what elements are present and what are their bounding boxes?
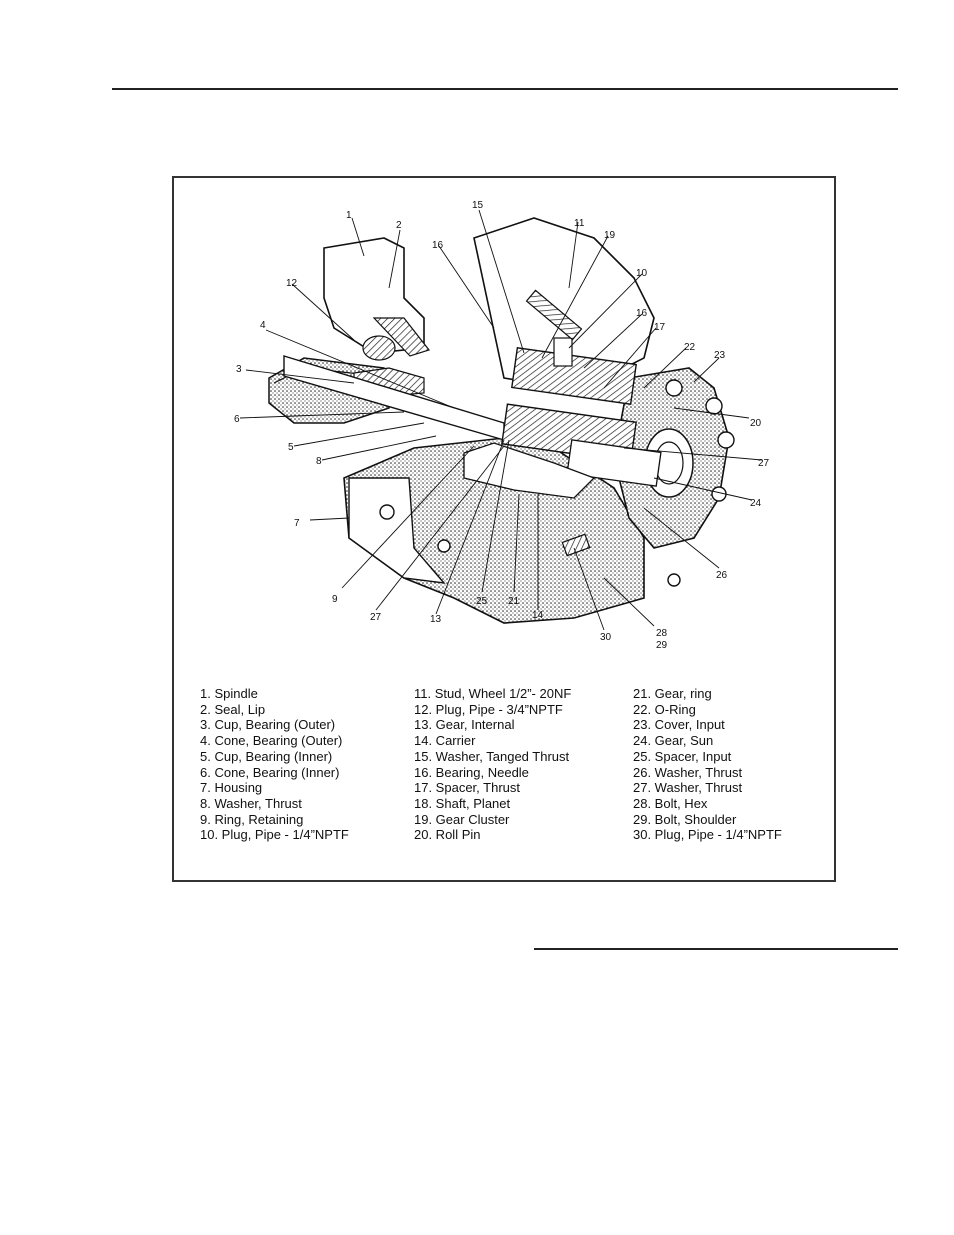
legend-item: 23. Cover, Input <box>633 717 725 733</box>
legend-item: 17. Spacer, Thrust <box>414 780 520 796</box>
legend-item: 15. Washer, Tanged Thrust <box>414 748 570 764</box>
callout-16b: 16 <box>636 308 648 319</box>
legend-item: 7. Housing <box>200 780 263 796</box>
callout-5: 5 <box>288 442 294 453</box>
callout-13: 13 <box>430 614 442 625</box>
callout-30: 30 <box>600 632 612 643</box>
legend-item: 12. Plug, Pipe - 3/4”NPTF <box>414 701 563 717</box>
callout-11: 11 <box>574 218 585 229</box>
callout-6: 6 <box>234 414 240 425</box>
legend-item: 13. Gear, Internal <box>414 717 515 733</box>
legend-item: 24. Gear, Sun <box>633 733 714 749</box>
legend-item: 10. Plug, Pipe - 1/4”NPTF <box>200 827 349 843</box>
callout-8: 8 <box>316 456 322 467</box>
legend-item: 27. Washer, Thrust <box>633 780 743 796</box>
legend-item: 30. Plug, Pipe - 1/4”NPTF <box>633 827 782 843</box>
legend-column-3: 21. Gear, ring 22. O-Ring 23. Cover, Inp… <box>633 686 782 843</box>
callout-19: 19 <box>604 230 616 241</box>
figure-frame: 1 2 3 4 5 6 7 8 9 10 11 12 13 14 15 16 1… <box>172 176 836 882</box>
legend-item: 8. Washer, Thrust <box>200 795 302 811</box>
legend-item: 14. Carrier <box>414 733 476 749</box>
callout-7: 7 <box>294 518 300 529</box>
leader-lines <box>239 209 763 631</box>
callout-15: 15 <box>472 200 484 211</box>
callout-9: 9 <box>332 594 338 605</box>
callout-25: 25 <box>476 596 488 607</box>
callout-2: 2 <box>396 220 402 231</box>
legend-column-1: 1. Spindle 2. Seal, Lip 3. Cup, Bearing … <box>200 686 349 843</box>
legend-item: 9. Ring, Retaining <box>200 811 304 827</box>
callout-27a: 27 <box>370 612 382 623</box>
footer-rule <box>534 948 898 950</box>
legend-item: 11. Stud, Wheel 1/2”- 20NF <box>414 686 572 701</box>
cover-input <box>473 217 735 549</box>
callout-22: 22 <box>684 342 696 353</box>
callout-20: 20 <box>750 418 762 429</box>
callout-21: 21 <box>508 596 520 607</box>
legend-item: 1. Spindle <box>200 686 258 701</box>
callout-17: 17 <box>654 322 666 333</box>
legend-item: 4. Cone, Bearing (Outer) <box>200 733 343 749</box>
callout-28: 28 <box>656 628 668 639</box>
header-rule <box>112 88 898 90</box>
callout-3: 3 <box>236 364 242 375</box>
callout-24: 24 <box>750 498 762 509</box>
legend-item: 3. Cup, Bearing (Outer) <box>200 717 336 733</box>
callout-12: 12 <box>286 278 298 289</box>
callout-4: 4 <box>260 320 266 331</box>
legend-item: 21. Gear, ring <box>633 686 712 701</box>
legend-item: 16. Bearing, Needle <box>414 764 529 780</box>
legend-item: 26. Washer, Thrust <box>633 764 743 780</box>
planet-gear-cluster <box>463 289 662 557</box>
callout-14: 14 <box>532 610 544 621</box>
legend-item: 28. Bolt, Hex <box>633 795 708 811</box>
callout-10: 10 <box>636 268 648 279</box>
legend-item: 2. Seal, Lip <box>200 701 266 717</box>
legend-item: 20. Roll Pin <box>414 827 481 843</box>
legend-item: 19. Gear Cluster <box>414 811 510 827</box>
callout-16a: 16 <box>432 240 444 251</box>
parts-legend: 1. Spindle 2. Seal, Lip 3. Cup, Bearing … <box>174 686 834 856</box>
legend-item: 25. Spacer, Input <box>633 748 732 764</box>
callout-26: 26 <box>716 570 728 581</box>
callout-29: 29 <box>656 640 668 651</box>
callout-labels: 1 2 3 4 5 6 7 8 9 10 11 12 13 14 15 16 1… <box>234 200 770 651</box>
legend-item: 5. Cup, Bearing (Inner) <box>200 748 333 764</box>
exploded-assembly-drawing: 1 2 3 4 5 6 7 8 9 10 11 12 13 14 15 16 1… <box>234 200 770 651</box>
legend-item: 18. Shaft, Planet <box>414 795 511 811</box>
legend-column-2: 11. Stud, Wheel 1/2”- 20NF 12. Plug, Pip… <box>414 686 571 843</box>
legend-item: 29. Bolt, Shoulder <box>633 811 737 827</box>
legend-item: 6. Cone, Bearing (Inner) <box>200 764 340 780</box>
legend-item: 22. O-Ring <box>633 701 696 717</box>
callout-1: 1 <box>346 210 352 221</box>
callout-23: 23 <box>714 350 726 361</box>
callout-27b: 27 <box>758 458 770 469</box>
